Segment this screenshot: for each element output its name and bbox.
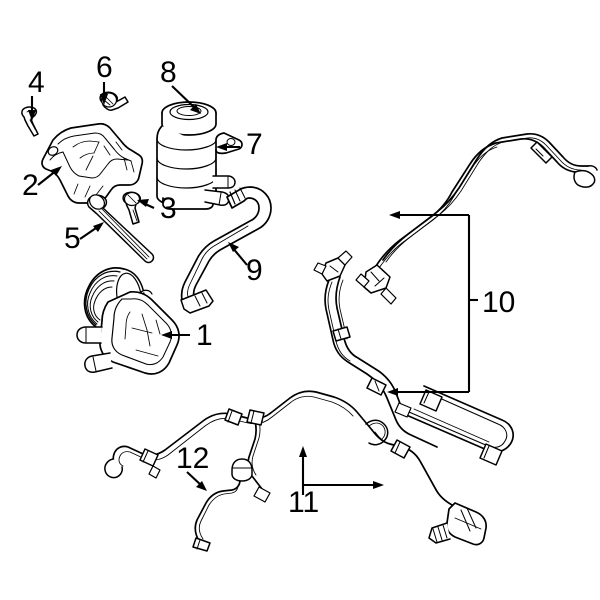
part-pressure-line-lower-10[interactable] [313, 250, 514, 466]
callout-numbers: 1 2 3 4 5 6 7 8 9 10 11 12 [22, 51, 515, 519]
part-pressure-line-upper-10[interactable] [355, 132, 598, 305]
leader-lines [28, 82, 478, 495]
callout-label-1: 1 [196, 319, 213, 352]
callout-label-4: 4 [28, 66, 45, 99]
callout-label-9: 9 [246, 254, 263, 287]
part-long-bolt-5[interactable] [86, 192, 155, 264]
part-reservoir-cap-8[interactable] [161, 101, 217, 136]
part-bolt-3[interactable] [122, 191, 141, 225]
part-mounting-bracket-2[interactable] [41, 122, 144, 204]
callout-label-6: 6 [96, 51, 113, 84]
callout-label-10: 10 [482, 286, 515, 319]
callout-label-5: 5 [64, 222, 81, 255]
callout-label-2: 2 [22, 169, 39, 202]
callout-label-11: 11 [288, 486, 319, 519]
callout-label-8: 8 [160, 56, 177, 89]
part-suction-hose-9[interactable] [180, 186, 272, 314]
callout-label-12: 12 [176, 442, 209, 475]
part-fluid-reservoir-7[interactable] [156, 125, 243, 210]
part-return-line-harness-11[interactable] [104, 390, 487, 546]
callout-label-3: 3 [160, 192, 177, 225]
callout-label-7: 7 [246, 128, 263, 161]
part-short-return-hose-12[interactable] [192, 458, 253, 552]
part-power-steering-pump-1[interactable] [76, 267, 180, 375]
